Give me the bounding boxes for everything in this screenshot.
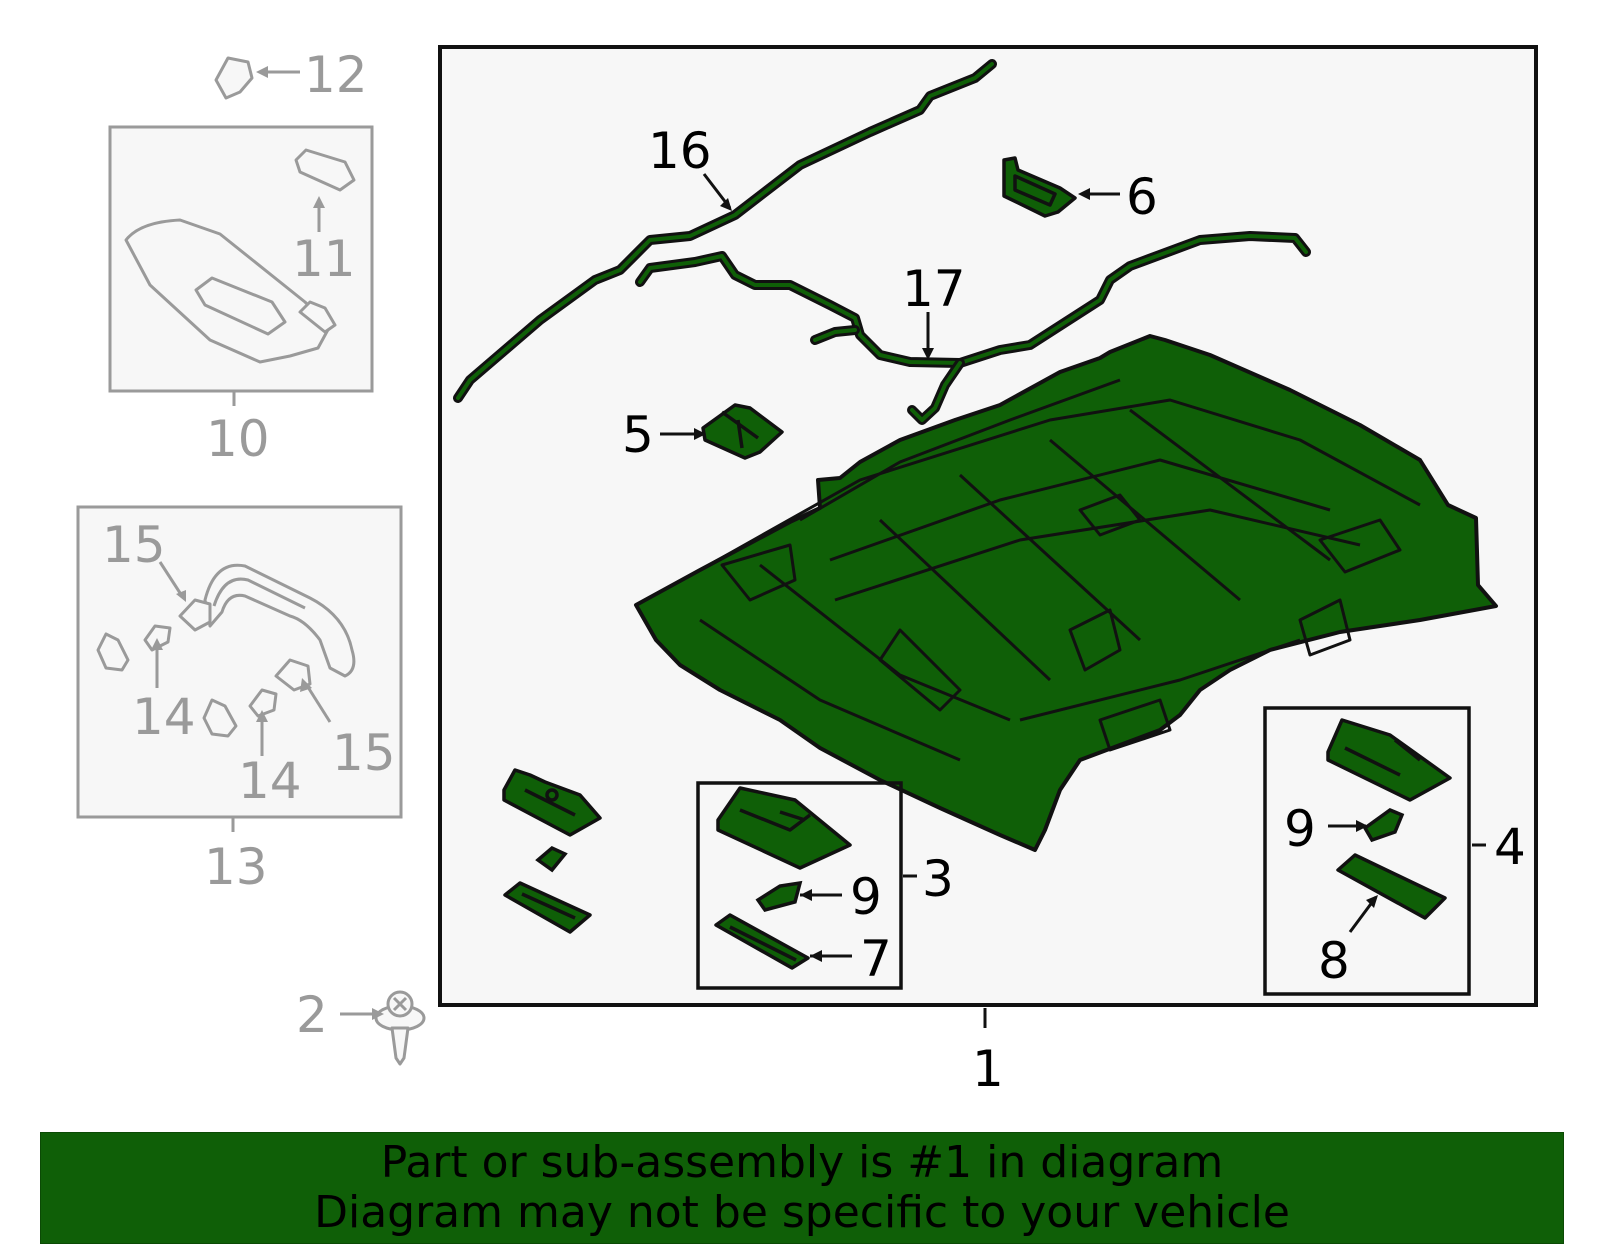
banner-line-1: Part or sub-assembly is #1 in diagram: [380, 1137, 1224, 1188]
part-14-clip-b[interactable]: [248, 688, 278, 718]
part-5-bracket[interactable]: [701, 403, 784, 460]
callout-1: 1: [972, 1040, 1004, 1098]
callout-9-box3: 9: [850, 868, 882, 926]
part-11-clip[interactable]: [294, 148, 356, 192]
callout-15-bottom: 15: [332, 724, 396, 782]
callout-9-box4: 9: [1284, 800, 1316, 858]
callout-4: 4: [1494, 818, 1526, 876]
part-4-lamp-housing[interactable]: [1326, 718, 1452, 802]
headliner-part[interactable]: [634, 334, 1498, 852]
handle-mount-a[interactable]: [96, 632, 130, 672]
callout-6: 6: [1126, 168, 1158, 226]
wire-harness-16[interactable]: [453, 59, 997, 403]
wire-harness-17[interactable]: [635, 231, 1311, 425]
callout-11: 11: [292, 230, 356, 288]
subassembly-3-frame: [696, 781, 903, 990]
lamp-housing-part[interactable]: [502, 768, 602, 837]
gray-leader-lines: [155, 70, 378, 1016]
leader-arrowheads: [694, 188, 1378, 962]
callout-13: 13: [204, 838, 268, 896]
handle-mount-b[interactable]: [202, 698, 238, 738]
lens-part[interactable]: [503, 881, 592, 934]
part-9-bulb-b[interactable]: [1362, 808, 1405, 843]
gray-leader-arrowheads: [151, 66, 384, 1020]
part-14-clip-a[interactable]: [143, 624, 172, 652]
callout-5: 5: [622, 406, 654, 464]
part-2-screw[interactable]: [374, 990, 426, 1066]
part-13-grab-handle[interactable]: [203, 563, 356, 678]
callout-10: 10: [206, 410, 270, 468]
part-7-lens[interactable]: [714, 913, 810, 970]
part-12-clip[interactable]: [214, 56, 254, 100]
subassembly-4-frame: [1263, 706, 1471, 996]
callout-14-right: 14: [238, 752, 302, 810]
callout-15-top: 15: [102, 516, 166, 574]
callout-7: 7: [860, 930, 892, 988]
callout-16: 16: [648, 122, 712, 180]
part-10-sun-visor[interactable]: [124, 218, 337, 364]
banner-line-2: Diagram may not be specific to your vehi…: [314, 1187, 1290, 1238]
part-15-cap-a[interactable]: [178, 598, 212, 632]
part-9-bulb-a[interactable]: [755, 880, 803, 913]
part-8-lens[interactable]: [1336, 853, 1447, 920]
part-3-lamp-housing[interactable]: [716, 786, 852, 870]
bulb-part[interactable]: [535, 845, 568, 873]
callout-3: 3: [922, 850, 954, 908]
callout-14-left: 14: [132, 688, 196, 746]
callout-12: 12: [304, 46, 368, 104]
callout-17: 17: [902, 260, 966, 318]
part-6-lamp[interactable]: [1002, 156, 1077, 218]
disclaimer-banner: Part or sub-assembly is #1 in diagram Di…: [40, 1132, 1564, 1244]
callout-8: 8: [1318, 932, 1350, 990]
callout-2: 2: [296, 986, 328, 1044]
